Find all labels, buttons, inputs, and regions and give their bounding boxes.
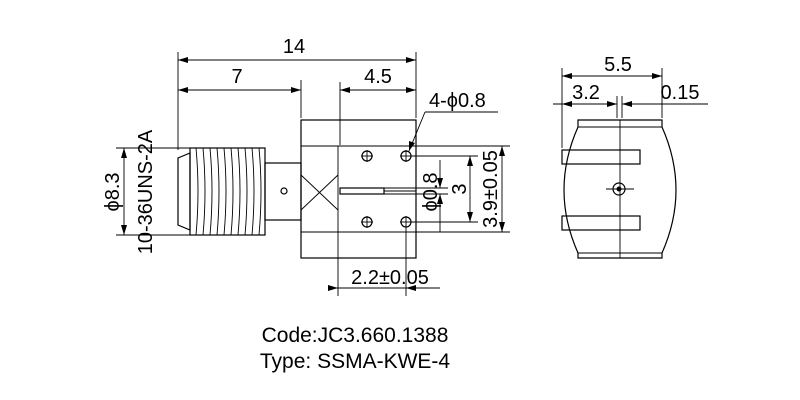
front-nose <box>177 152 191 231</box>
dim-overall-length-label: 14 <box>283 36 305 58</box>
dim-overall-length: 14 <box>177 36 417 150</box>
caption-type: Type: SSMA-KWE-4 <box>260 350 451 373</box>
dim-side-left-label: 3.2 <box>572 82 600 104</box>
dim-side-pin: 0.15 <box>621 82 708 118</box>
dim-leg-spacing-v-label: 3.9±0.05 <box>480 150 502 228</box>
dim-pin-dia: ϕ0.8 <box>384 160 448 232</box>
caption-code: Code:JC3.660.1388 <box>262 324 449 347</box>
dim-side-pin-label: 0.15 <box>661 82 700 104</box>
thread-spec-label: 10-36UNS-2A <box>135 129 157 254</box>
dim-body-hole-offset: 4.5 <box>339 66 416 145</box>
front-view <box>177 119 417 259</box>
dim-hole-spacing-label: 3 <box>449 183 471 194</box>
thread-hatch <box>195 147 262 236</box>
dim-side-width-label: 5.5 <box>604 54 632 76</box>
neck <box>264 162 302 221</box>
dim-side-left: 3.2 <box>553 82 618 118</box>
dim-thread-dia-label: ϕ8.3 <box>102 172 124 211</box>
side-leg-bottom <box>561 215 641 231</box>
dim-thread-dia: ϕ8.3 <box>102 147 190 236</box>
dim-thread-length-label: 7 <box>231 66 242 88</box>
center-pin <box>339 187 385 195</box>
dim-body-hole-offset-label: 4.5 <box>364 66 392 88</box>
dim-leg-spacing-h: 2.2±0.05 <box>328 228 440 296</box>
side-leg-top <box>561 149 641 165</box>
dim-leg-spacing-v: 3.9±0.05 <box>416 145 510 233</box>
neck-vent-hole <box>280 187 288 195</box>
dim-hole-spacing: 3 <box>412 155 478 223</box>
dim-thread-length: 7 <box>178 66 302 118</box>
dim-side-width: 5.5 <box>561 54 663 148</box>
dim-holes-label: 4-ϕ0.8 <box>429 90 486 112</box>
side-body <box>563 119 677 259</box>
body-block <box>300 119 417 259</box>
side-view <box>561 119 677 259</box>
mounting-holes <box>361 150 412 228</box>
dim-pin-dia-label: ϕ0.8 <box>420 172 442 211</box>
dim-holes: 4-ϕ0.8 <box>408 90 498 152</box>
dim-leg-spacing-h-label: 2.2±0.05 <box>351 267 429 289</box>
